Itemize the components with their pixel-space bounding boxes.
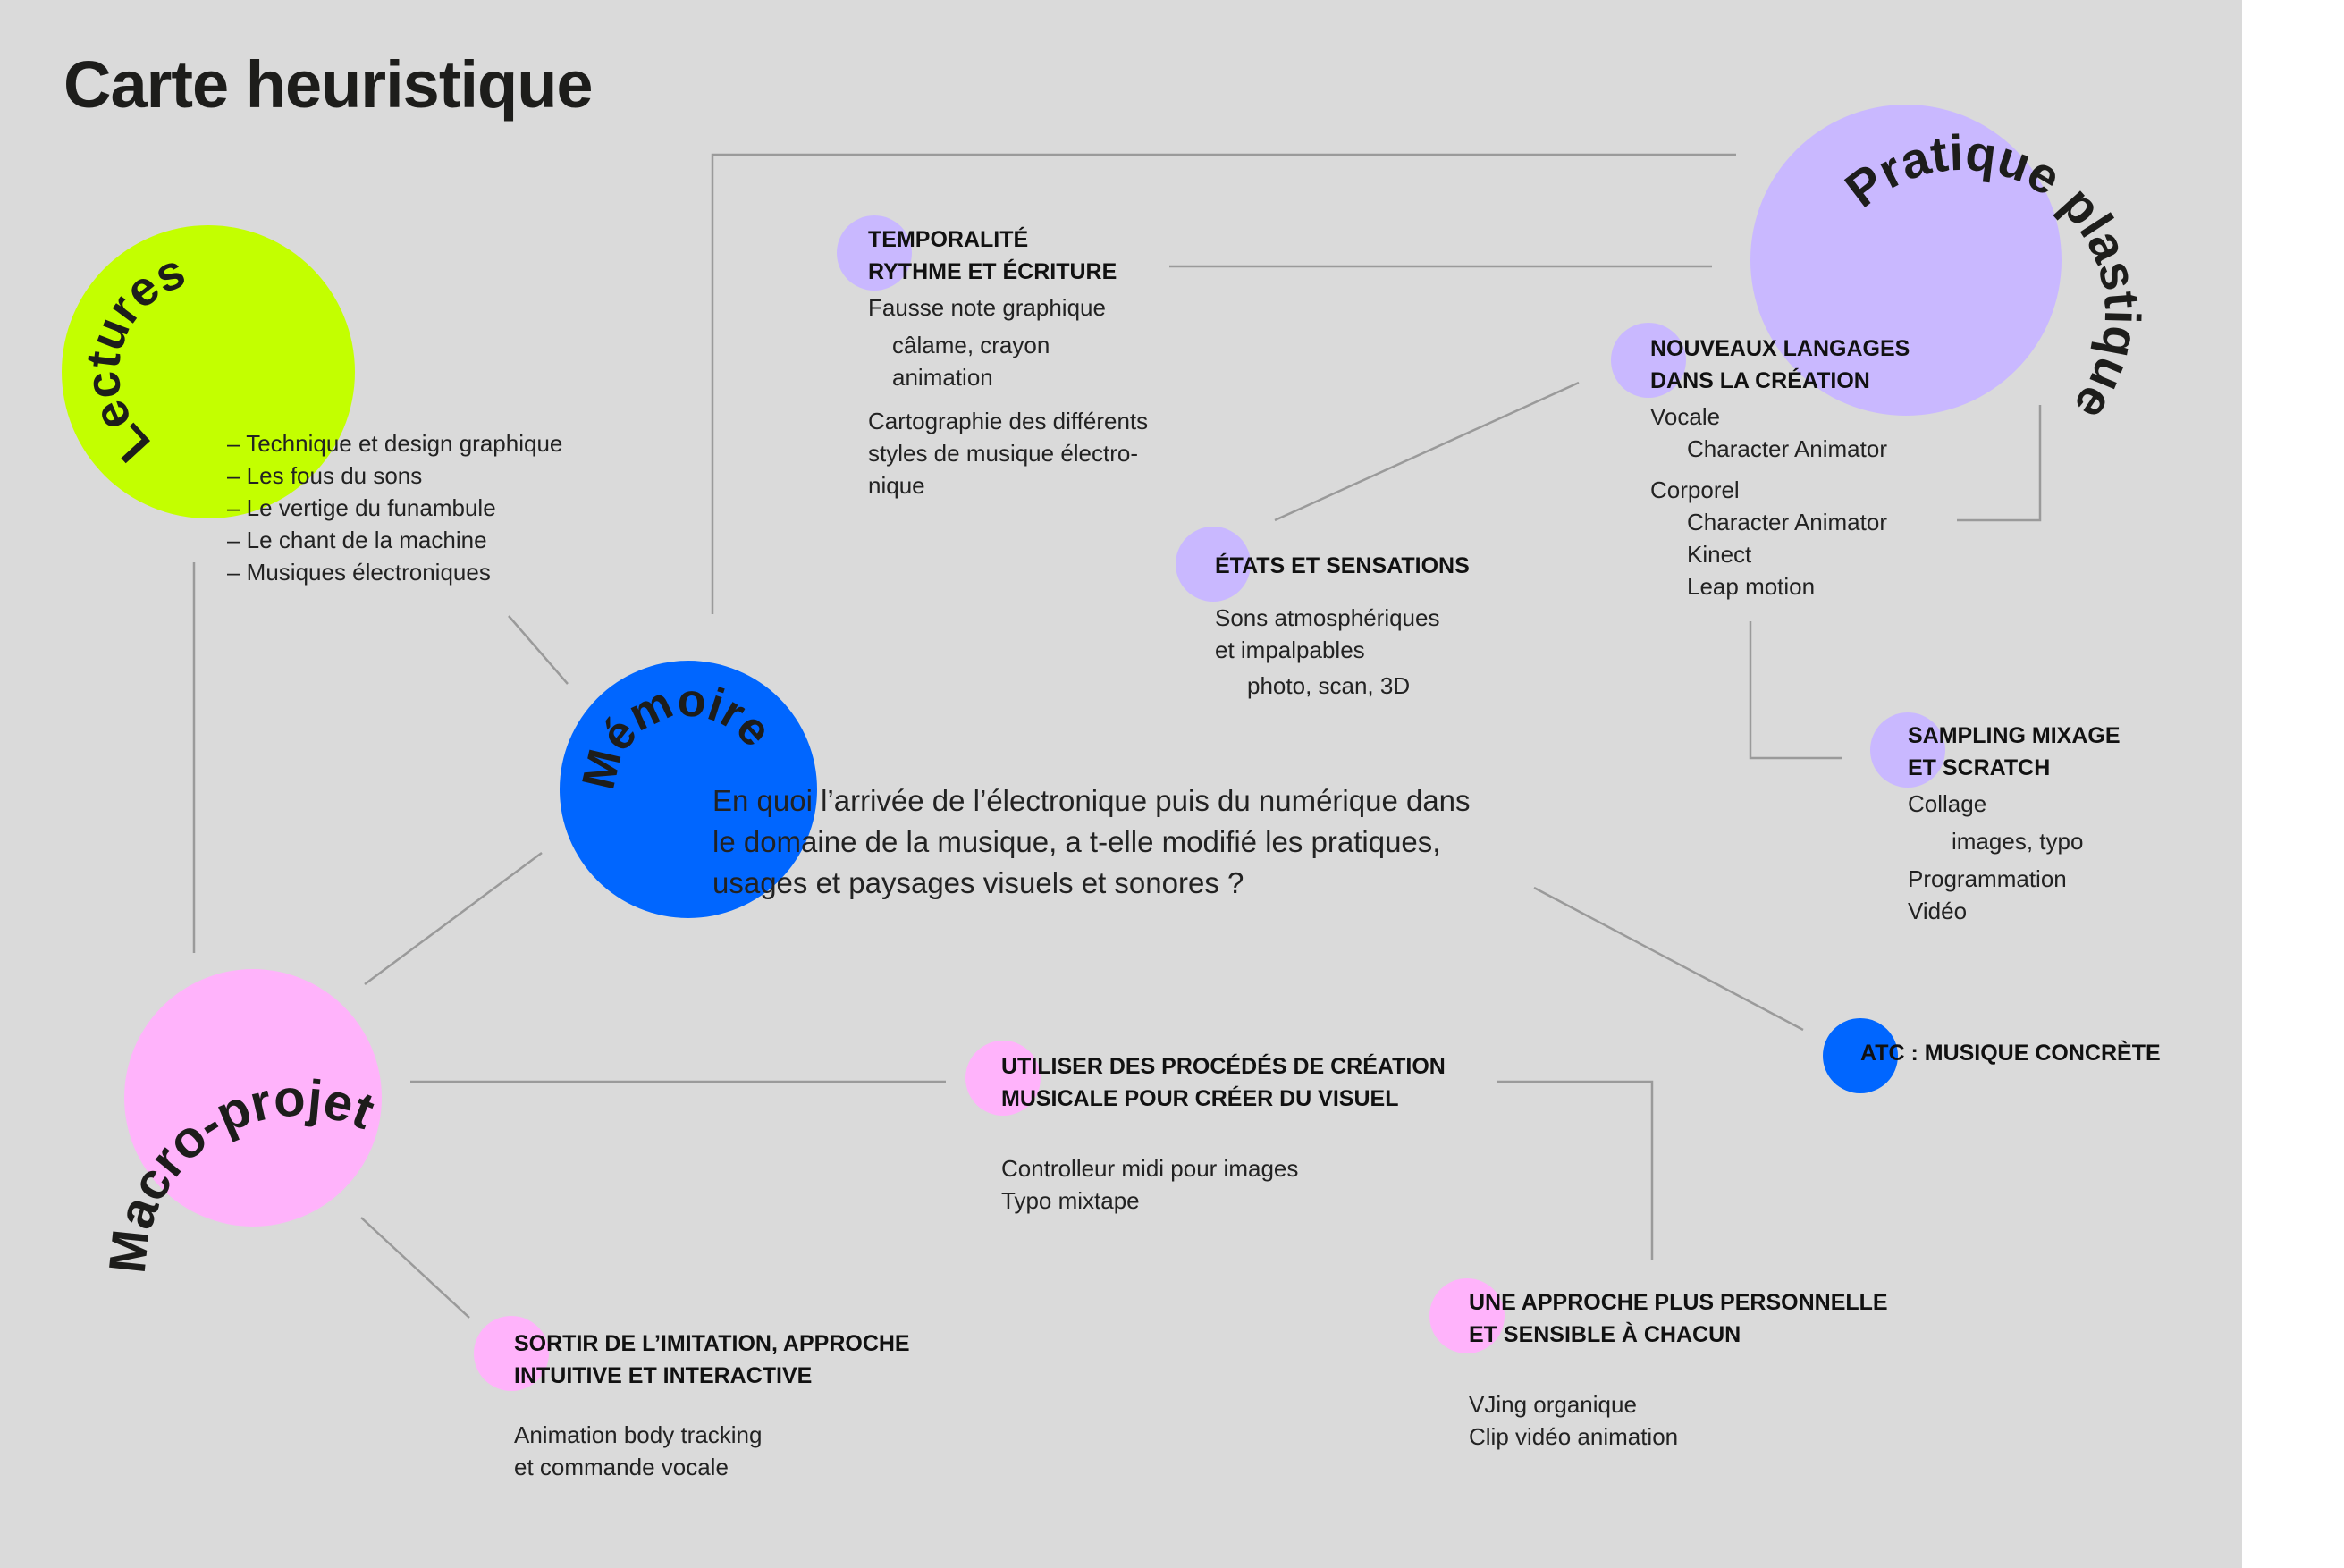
node-subitem: images, typo	[1952, 828, 2084, 855]
node-item: Typo mixtape	[1001, 1187, 1140, 1214]
node-heading: INTUITIVE ET INTERACTIVE	[514, 1363, 813, 1388]
question-line: le domaine de la musique, a t-elle modif…	[712, 825, 1441, 858]
macro-label-text: Macro-projet	[98, 1068, 383, 1276]
node-heading: ET SCRATCH	[1908, 755, 2051, 780]
node-heading: NOUVEAUX LANGAGES	[1650, 336, 1910, 361]
connector-etats-nouveaux	[1274, 381, 1580, 522]
node-approche: UNE APPROCHE PLUS PERSONNELLE ET SENSIBL…	[1469, 1286, 1888, 1453]
node-heading: RYTHME ET ÉCRITURE	[868, 259, 1117, 284]
node-subitem: animation	[892, 364, 993, 391]
list-item: – Technique et design graphique	[227, 430, 563, 457]
connector-macro-sortir	[360, 1217, 470, 1319]
node-utiliser: UTILISER DES PROCÉDÉS DE CRÉATION MUSICA…	[1001, 1050, 1446, 1217]
node-item: Clip vidéo animation	[1469, 1423, 1679, 1450]
node-item: et impalpables	[1215, 636, 1365, 663]
connector-memoire-macro	[364, 851, 543, 986]
connector-nouveaux-pratique	[1957, 405, 2042, 522]
list-item: – Le vertige du funambule	[227, 494, 496, 521]
nouveaux-dot	[1611, 323, 1686, 398]
node-subitem: Character Animator	[1687, 435, 1887, 462]
node-item: Vocale	[1650, 403, 1721, 430]
page-title: Carte heuristique	[63, 47, 594, 122]
central-question: En quoi l’arrivée de l’électronique puis…	[712, 780, 1471, 904]
node-subitem: photo, scan, 3D	[1247, 672, 1411, 699]
node-heading: ÉTATS ET SENSATIONS	[1215, 553, 1470, 578]
node-item: VJing organique	[1469, 1391, 1637, 1418]
list-item: – Musiques électroniques	[227, 559, 491, 586]
node-heading: DANS LA CRÉATION	[1650, 368, 1870, 393]
node-heading: UTILISER DES PROCÉDÉS DE CRÉATION	[1001, 1054, 1446, 1079]
node-heading: MUSICALE POUR CRÉER DU VISUEL	[1001, 1086, 1399, 1111]
node-item: Programmation	[1908, 865, 2067, 892]
node-subitem: Character Animator	[1687, 509, 1887, 535]
node-subitem: Leap motion	[1687, 573, 1816, 600]
macro-label: Macro-projet	[98, 1068, 383, 1276]
connector-question-atc	[1533, 886, 1804, 1032]
lectures-list: – Technique et design graphique – Les fo…	[227, 427, 562, 588]
node-item: Controlleur midi pour images	[1001, 1155, 1299, 1182]
node-item: Collage	[1908, 790, 1987, 817]
utiliser-dot	[965, 1041, 1041, 1116]
temporalite-dot	[837, 215, 912, 291]
node-nouveaux-langages: NOUVEAUX LANGAGES DANS LA CRÉATION Vocal…	[1650, 333, 1910, 603]
node-heading: ET SENSIBLE À CHACUN	[1469, 1322, 1741, 1347]
pratique-circle	[1750, 105, 2062, 416]
memoire-label-text: Mémoire	[572, 674, 781, 794]
lectures-label: Lectures	[75, 244, 192, 473]
memoire-label: Mémoire	[572, 674, 781, 794]
node-item: et commande vocale	[514, 1454, 729, 1480]
node-item: Cartographie des différents	[868, 408, 1149, 434]
node-item: Vidéo	[1908, 898, 1968, 924]
node-heading: SORTIR DE L’IMITATION, APPROCHE	[514, 1331, 910, 1356]
node-heading: UNE APPROCHE PLUS PERSONNELLE	[1469, 1290, 1888, 1315]
connector-utiliser-approche	[1497, 1080, 1654, 1260]
node-heading: SAMPLING MIXAGE	[1908, 723, 2121, 748]
node-atc: ATC : MUSIQUE CONCRÈTE	[1860, 1041, 2161, 1066]
lectures-label-text: Lectures	[75, 244, 192, 473]
node-sortir: SORTIR DE L’IMITATION, APPROCHE INTUITIV…	[514, 1328, 910, 1483]
node-subitem: Kinect	[1687, 541, 1752, 568]
list-item: – Les fous du sons	[227, 462, 423, 489]
atc-dot	[1823, 1018, 1898, 1093]
connector-nouveaux-sampling	[1749, 621, 1842, 760]
node-temporalite: TEMPORALITÉ RYTHME ET ÉCRITURE Fausse no…	[868, 223, 1148, 502]
connector-lectures-memoire	[508, 615, 569, 685]
connector-memoire-pratique	[711, 153, 1736, 614]
sortir-dot	[474, 1316, 549, 1391]
question-line: usages et paysages visuels et sonores ?	[712, 866, 1244, 899]
sampling-dot	[1870, 712, 1945, 788]
node-item: Animation body tracking	[514, 1421, 763, 1448]
node-sampling: SAMPLING MIXAGE ET SCRATCH Collage image…	[1908, 720, 2121, 927]
node-item: Sons atmosphériques	[1215, 604, 1440, 631]
node-subitem: câlame, crayon	[892, 332, 1050, 358]
node-heading: TEMPORALITÉ	[868, 227, 1029, 252]
node-item: nique	[868, 472, 925, 499]
node-item: styles de musique électro-	[868, 440, 1139, 467]
etats-dot	[1176, 527, 1251, 602]
node-etats-sensations: ÉTATS ET SENSATIONS Sons atmosphériques …	[1215, 550, 1470, 702]
memoire-circle	[560, 661, 817, 918]
lectures-circle	[62, 225, 355, 518]
list-item: – Le chant de la machine	[227, 527, 487, 553]
approche-dot	[1429, 1278, 1505, 1353]
question-line: En quoi l’arrivée de l’électronique puis…	[712, 784, 1471, 817]
node-item: Corporel	[1650, 476, 1740, 503]
node-item: Fausse note graphique	[868, 294, 1106, 321]
macro-circle	[124, 969, 382, 1227]
